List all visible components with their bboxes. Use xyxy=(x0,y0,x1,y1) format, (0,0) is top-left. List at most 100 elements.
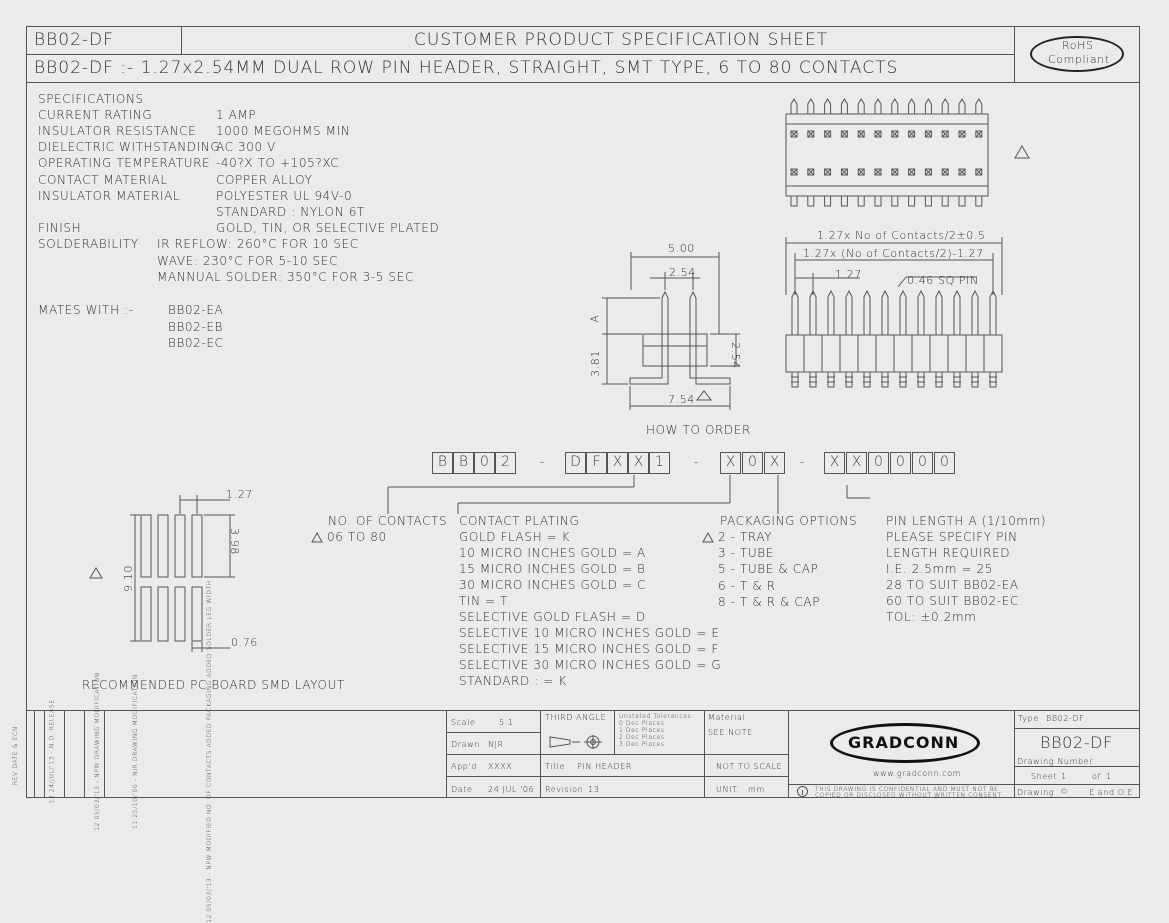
order-code-box: X xyxy=(846,452,867,474)
tb-line xyxy=(1014,728,1140,729)
pin-length-note: 28 TO SUIT BB02-EA xyxy=(886,578,1019,592)
spec-label: DIELECTRIC WITHSTANDING xyxy=(38,140,221,154)
revision-triangle-icon xyxy=(311,531,323,543)
contacts-title: NO. OF CONTACTS xyxy=(328,514,448,528)
pin-cross-mark xyxy=(824,168,831,176)
order-code-box: F xyxy=(586,452,607,474)
type-value: BB02-DF xyxy=(1046,714,1085,723)
pin-cross-section xyxy=(807,168,815,176)
pin-leg xyxy=(971,372,979,388)
sheet-value: 1 xyxy=(1061,772,1067,781)
part-code: BB02-DF xyxy=(34,30,114,50)
top-view-drawing xyxy=(785,98,1030,207)
pin-cross-mark xyxy=(925,130,932,138)
plating-option: 10 MICRO INCHES GOLD = A xyxy=(459,546,646,560)
of-label: of xyxy=(1092,772,1101,781)
plating-option: SELECTIVE 15 MICRO INCHES GOLD = F xyxy=(459,642,719,656)
pin-length-title: PIN LENGTH A (1/10mm) xyxy=(886,514,1047,528)
rohs-separator xyxy=(1014,26,1015,82)
drawing-number-label: Drawing Number xyxy=(1017,757,1094,766)
how-to-order-heading: HOW TO ORDER xyxy=(646,423,751,437)
pin-leg xyxy=(874,196,882,207)
pin xyxy=(891,98,899,114)
unit-label: UNIT xyxy=(716,785,738,794)
pin-leg xyxy=(840,196,848,207)
pin-cross-mark xyxy=(841,130,848,138)
drawing-code: BB02-DF xyxy=(1040,733,1113,752)
third-angle-label: THIRD ANGLE xyxy=(545,713,607,722)
material-value: SEE NOTE xyxy=(708,728,753,737)
pin-leg xyxy=(809,372,817,388)
pin-length-note: TOL: ±0.2mm xyxy=(886,610,977,624)
website: www.gradconn.com xyxy=(873,769,962,778)
front-view-drawing xyxy=(785,237,1003,388)
mate-item: BB02-EA xyxy=(168,303,224,317)
rohs-line2: Compliant xyxy=(1048,53,1110,66)
dim-9-10: 9.10 xyxy=(121,565,135,592)
type-label: Type xyxy=(1018,714,1039,723)
pin-cross-section xyxy=(908,130,916,138)
pin-cross-mark xyxy=(874,130,882,138)
tb-line xyxy=(64,710,65,798)
spec-value: COPPER ALLOY xyxy=(216,173,313,187)
order-code-box: 0 xyxy=(742,452,763,474)
sheet-label: Sheet xyxy=(1031,772,1058,781)
pin-cross-mark xyxy=(941,168,949,176)
dim-2-54-right: 2.54 xyxy=(728,342,742,369)
pin-cross-mark xyxy=(874,168,882,176)
pin-leg xyxy=(899,372,907,388)
tb-line xyxy=(34,710,35,798)
header-bottom-line xyxy=(26,82,1140,83)
spec-label: CURRENT RATING xyxy=(38,108,153,122)
pin-cross-mark xyxy=(908,130,915,138)
pin-leg xyxy=(827,372,835,388)
pin-leg xyxy=(958,196,966,207)
dim-1-27: 1.27 xyxy=(226,488,253,501)
order-code-box: 0 xyxy=(934,452,955,474)
pcb-caption: RECOMMENDED PC BOARD SMD LAYOUT xyxy=(82,678,345,692)
tolerances-header: Unstated Tolerances: xyxy=(619,713,694,720)
subtitle: BB02-DF :- 1.27x2.54MM DUAL ROW PIN HEAD… xyxy=(34,58,899,78)
order-code-box: X xyxy=(720,452,741,474)
pin-leg xyxy=(881,372,889,388)
spec-value: STANDARD : NYLON 6T xyxy=(216,205,365,219)
drawing-frame xyxy=(26,26,1140,798)
drawing-label: Drawing xyxy=(1017,788,1055,797)
pin xyxy=(935,289,943,335)
pin-cross-section xyxy=(924,130,932,138)
tolerance-row: 0 Dec Places xyxy=(619,720,665,727)
packaging-option: 2 - TRAY xyxy=(718,530,773,544)
pin xyxy=(924,98,932,114)
pin-cross-section xyxy=(790,130,798,138)
info-icon xyxy=(797,786,808,797)
order-code-box: X xyxy=(607,452,628,474)
dim-0-76: 0.76 xyxy=(231,636,258,649)
packaging-option: 6 - T & R xyxy=(718,578,776,593)
pin-cross-section xyxy=(790,168,798,176)
order-separator: - xyxy=(800,455,805,469)
dim-total-length: 1.27x No of Contacts/2±0.5 xyxy=(817,229,986,242)
title-label: Title xyxy=(545,762,566,771)
packaging-option: 8 - T & R & CAP xyxy=(718,594,821,609)
pin-leg xyxy=(824,196,832,207)
solderability-label: SOLDERABILITY xyxy=(38,237,139,251)
not-to-scale: NOT TO SCALE xyxy=(716,762,783,771)
pin-cross-mark xyxy=(857,168,865,176)
pin-cross-section xyxy=(924,168,932,176)
title-value: PIN HEADER xyxy=(577,762,633,771)
order-code-box: 0 xyxy=(912,452,933,474)
pin xyxy=(809,289,817,335)
dim-3-81: 3.81 xyxy=(588,350,602,377)
pin-cross-section xyxy=(958,130,966,138)
plating-option: GOLD FLASH = K xyxy=(459,530,571,544)
spec-value: -40?X TO +105?XC xyxy=(216,156,340,170)
contacts-range: 06 TO 80 xyxy=(327,530,387,544)
appd-value: XXXX xyxy=(488,762,513,771)
pin-length-note: 60 TO SUIT BB02-EC xyxy=(886,594,1019,608)
dim-3-98: 3.98 xyxy=(227,528,241,555)
plating-option: 15 MICRO INCHES GOLD = B xyxy=(459,562,646,576)
pin xyxy=(881,289,889,335)
spec-label: OPERATING TEMPERATURE xyxy=(38,156,211,170)
pin-cross-mark xyxy=(790,168,798,176)
pin-cross-section xyxy=(824,168,832,176)
